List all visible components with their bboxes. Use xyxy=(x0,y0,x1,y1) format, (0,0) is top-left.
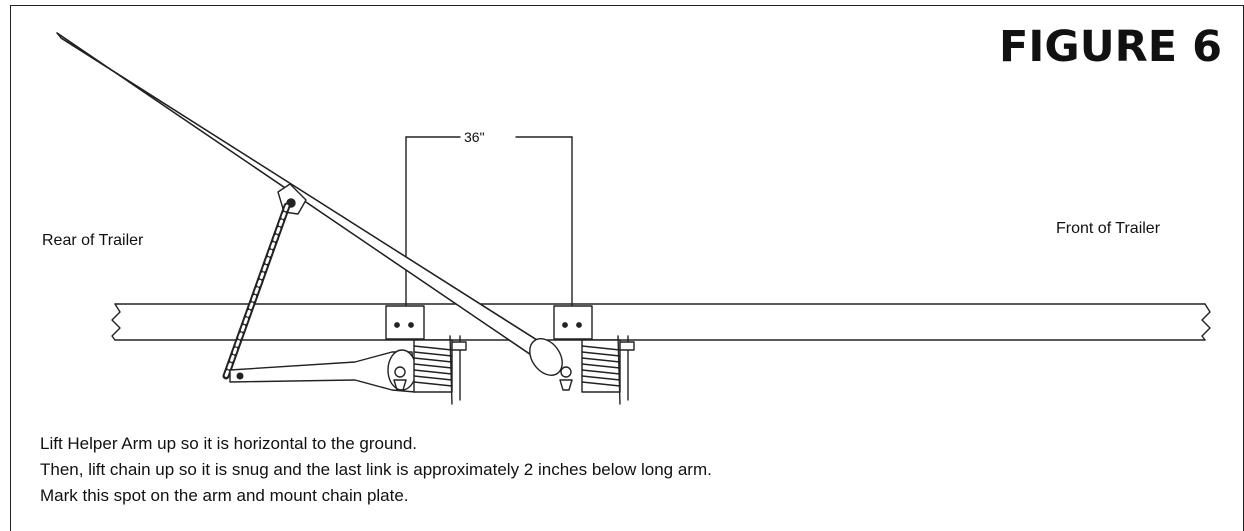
instructions: Lift Helper Arm up so it is horizontal t… xyxy=(40,431,712,509)
instruction-line: Mark this spot on the arm and mount chai… xyxy=(40,486,409,505)
trailer-rail xyxy=(111,303,1211,341)
dimension-bracket xyxy=(405,136,573,307)
instruction-line: Then, lift chain up so it is snug and th… xyxy=(40,460,712,479)
spring-assembly-right xyxy=(559,335,635,405)
chain xyxy=(222,202,291,380)
rear-of-trailer-label: Rear of Trailer xyxy=(42,232,144,249)
long-arm xyxy=(56,32,563,376)
instruction-line: Lift Helper Arm up so it is horizontal t… xyxy=(40,434,418,453)
spring-assembly-left xyxy=(393,335,467,405)
dimension-label: 36" xyxy=(462,129,487,145)
front-of-trailer-label: Front of Trailer xyxy=(1056,220,1161,237)
figure-title: FIGURE 6 xyxy=(999,22,1222,72)
mount-bracket-left xyxy=(385,305,425,340)
mount-bracket-right xyxy=(553,305,593,340)
helper-arm xyxy=(229,349,417,393)
